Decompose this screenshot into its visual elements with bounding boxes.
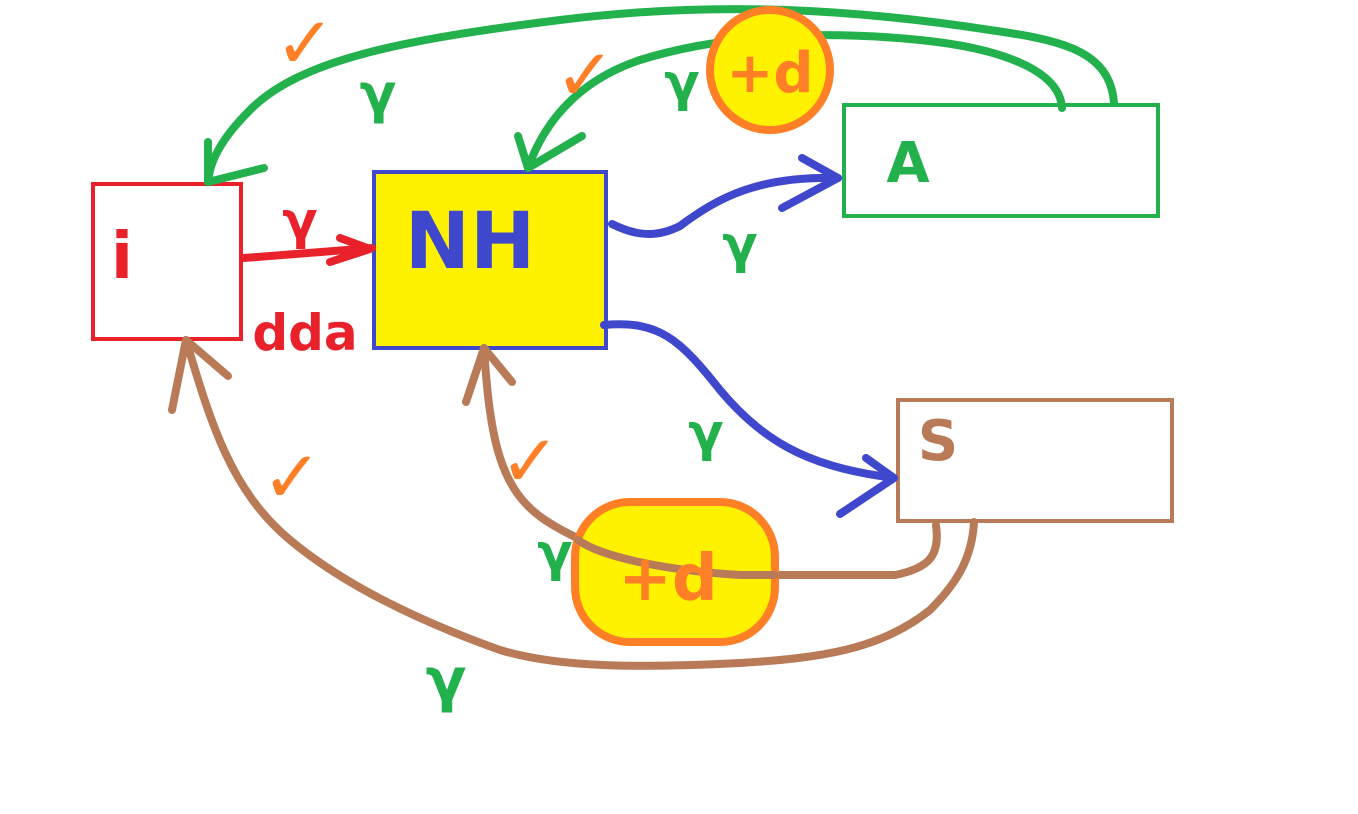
badge-top-circle: [706, 6, 834, 134]
node-a-box: [842, 103, 1160, 218]
node-nh-box: [372, 170, 608, 350]
edge-a-to-i-arrowhead: [204, 138, 268, 186]
check-mark-2: ✓: [555, 33, 615, 117]
edge-nh-to-a-arrowhead: [778, 154, 842, 212]
check-mark-4: ✓: [500, 419, 560, 503]
node-nh-label: NH: [405, 197, 536, 287]
node-s-label: S: [918, 409, 958, 474]
edge-nh-to-a: [608, 173, 842, 238]
edge-a-to-i: [204, 5, 1118, 186]
edge-label-i-nh-top: γ: [282, 191, 317, 251]
badge-top-text: +d: [726, 41, 813, 106]
edge-label-nh-a: γ: [722, 215, 757, 275]
edge-label-s-i: γ: [426, 645, 467, 715]
badge-bottom-text: +d: [618, 542, 717, 616]
edge-s-to-i: [182, 336, 978, 670]
edge-s-to-nh-arrowhead: [462, 344, 516, 406]
edge-nh-to-s-arrowhead: [836, 454, 898, 518]
node-i-label: i: [111, 220, 133, 294]
edge-s-to-i-arrowhead: [168, 336, 232, 414]
edge-a-to-nh-arrowhead: [514, 132, 586, 172]
edge-label-nh-s: γ: [688, 403, 723, 463]
edge-i-to-nh: [240, 244, 376, 262]
edge-i-to-nh-arrowhead: [326, 234, 374, 266]
edge-nh-to-s: [600, 320, 898, 482]
edge-label-i-nh-bottom: dda: [252, 304, 357, 362]
check-mark-3: ✓: [262, 435, 322, 519]
node-s-box: [896, 398, 1174, 523]
edge-label-a-nh: γ: [664, 53, 699, 113]
node-a-label: A: [886, 131, 930, 196]
edge-label-s-nh: γ: [537, 523, 572, 583]
node-i-box: [91, 182, 243, 341]
edge-s-to-nh-over-badge: [574, 536, 779, 579]
check-mark-1: ✓: [275, 1, 335, 85]
edge-label-a-i: γ: [360, 62, 397, 125]
